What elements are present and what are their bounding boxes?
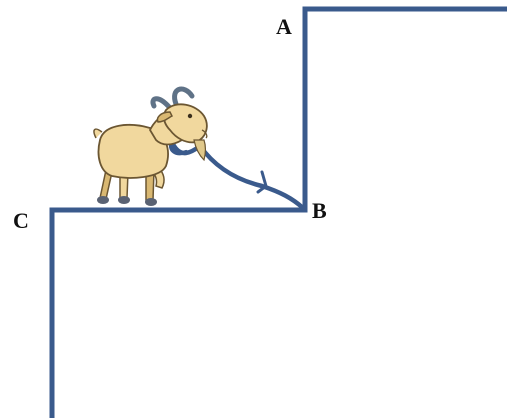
goat-icon: [93, 86, 208, 206]
stepped-outline: [49, 6, 507, 418]
rope-icon: [169, 139, 306, 211]
point-a-label: A: [276, 14, 292, 39]
point-c-label: C: [13, 208, 29, 233]
point-b-label: B: [312, 198, 327, 223]
